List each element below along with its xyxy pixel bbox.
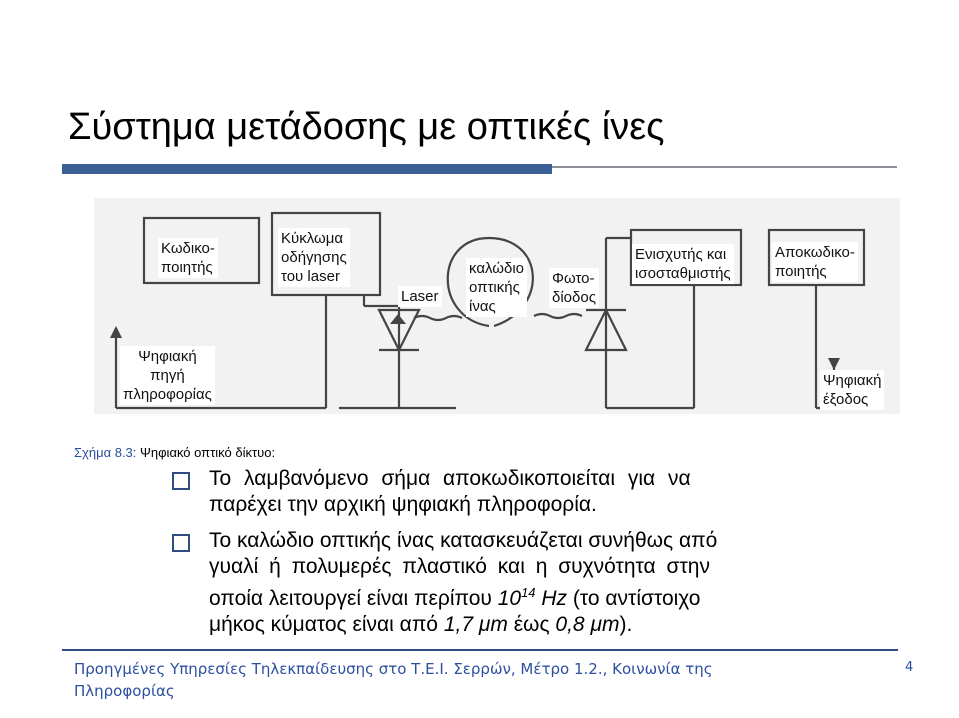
bullet-box-icon <box>172 534 190 552</box>
label-decoder: Αποκωδικο- ποιητής <box>772 242 858 282</box>
label-fiber-cable: καλώδιο οπτικής ίνας <box>466 258 527 317</box>
photodiode-symbol <box>584 307 628 352</box>
amp-box <box>629 228 743 287</box>
title-rule-gray <box>552 164 897 174</box>
label-driver: Κύκλωμα οδήγησης του laser <box>278 228 350 287</box>
figure-caption: Σχήμα 8.3: Ψηφιακό οπτικό δίκτυο: <box>74 445 275 460</box>
label-digital-output: Ψηφιακή έξοδος <box>820 370 885 410</box>
label-amplifier: Ενισχυτής και ισοσταθμιστής <box>632 244 734 284</box>
bullet-1: Το λαμβανόμενο σήμα αποκωδικοποιείται γι… <box>209 467 691 516</box>
label-laser: Laser <box>398 286 442 307</box>
bullet-2-line-4: μήκος κύματος είναι από 1,7 μm έως 0,8 μ… <box>209 613 633 636</box>
footer-text: Προηγμένες Υπηρεσίες Τηλεκπαίδευσης στο … <box>74 660 713 700</box>
laser-diode-symbol <box>377 308 421 353</box>
label-digital-source: Ψηφιακή πηγή πληροφορίας <box>120 346 215 405</box>
bullet-2: Το καλώδιο οπτικής ίνας κατασκευάζεται σ… <box>209 529 718 636</box>
label-encoder: Κωδικο- ποιητής <box>158 238 218 278</box>
label-photodiode: Φωτο- δίοδος <box>549 268 599 308</box>
bullet-box-icon <box>172 472 190 490</box>
optical-system-diagram: Κωδικο- ποιητής Κύκλωμα οδήγησης του las… <box>94 198 900 414</box>
diagram-drawing <box>110 211 866 410</box>
caption-text: Ψηφιακό οπτικό δίκτυο: <box>140 445 276 460</box>
footer-rule <box>62 649 898 651</box>
title-rule-blue <box>62 164 552 174</box>
page-number: 4 <box>905 660 914 675</box>
encoder-box <box>142 216 261 285</box>
bullet-2-line-3: οποία λειτουργεί είναι περίπου 1014 Hz (… <box>209 585 701 610</box>
slide-title: Σύστημα μετάδοσης με οπτικές ίνες <box>68 106 665 148</box>
caption-label: Σχήμα 8.3: <box>74 445 137 460</box>
